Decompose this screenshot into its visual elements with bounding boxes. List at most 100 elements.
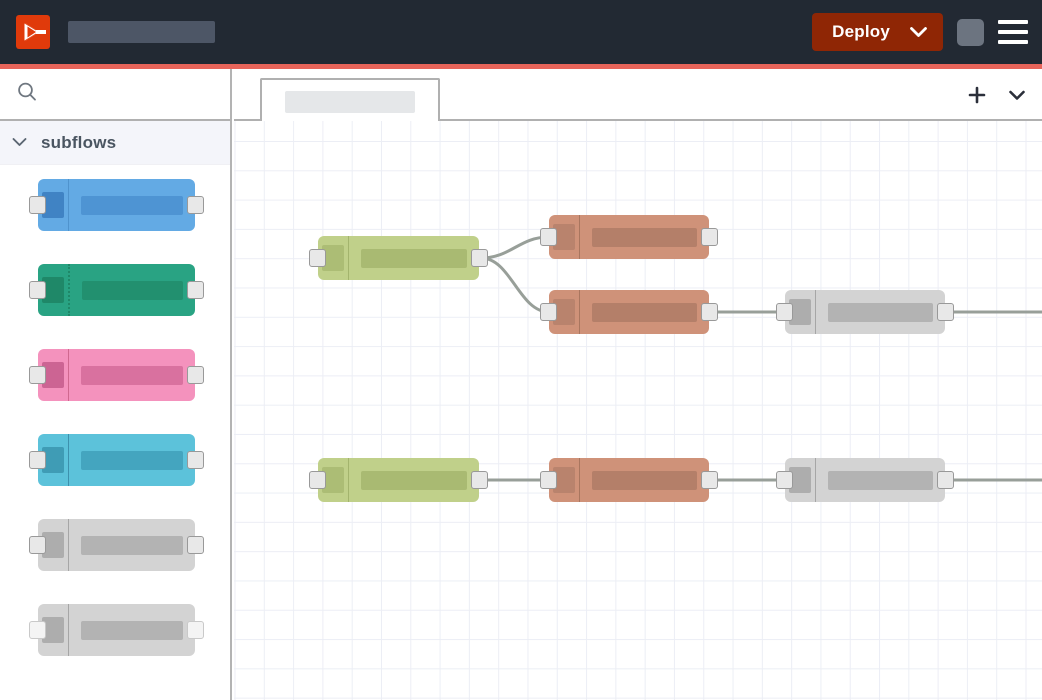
canvas-node-grey-mid[interactable]	[776, 290, 954, 334]
wire-green-top-to-salmon-top[interactable]	[480, 235, 550, 260]
palette-search-row[interactable]	[0, 69, 230, 121]
canvas-node-green-bot[interactable]	[309, 458, 488, 502]
node-output-port[interactable]	[187, 281, 204, 299]
node-type-icon	[553, 224, 575, 250]
node-input-port[interactable]	[540, 471, 557, 489]
node-input-port[interactable]	[29, 281, 46, 299]
canvas-node-grey-mid-wrapper[interactable]	[776, 290, 954, 334]
canvas-node-green-bot-wrapper[interactable]	[309, 458, 488, 502]
node-output-port[interactable]	[937, 303, 954, 321]
node-label-area	[816, 458, 945, 502]
search-icon[interactable]	[16, 81, 38, 108]
node-type-icon	[789, 467, 811, 493]
canvas-node-salmon-bot-wrapper[interactable]	[540, 458, 718, 502]
node-type-icon	[42, 532, 64, 558]
palette-node-3[interactable]	[29, 349, 204, 401]
node-input-port[interactable]	[29, 196, 46, 214]
flow-tab-1-label	[285, 90, 415, 113]
flow-tab-1[interactable]	[260, 78, 440, 123]
node-input-port[interactable]	[540, 303, 557, 321]
node-label-area	[69, 519, 195, 571]
canvas-node-grey-bot[interactable]	[776, 458, 954, 502]
canvas-node-salmon-bot[interactable]	[540, 458, 718, 502]
node-output-port[interactable]	[187, 451, 204, 469]
palette-node-item[interactable]	[0, 264, 230, 349]
plus-icon[interactable]	[966, 84, 988, 106]
node-output-port[interactable]	[187, 536, 204, 554]
node-type-icon	[42, 362, 64, 388]
chevron-down-icon[interactable]	[12, 134, 27, 152]
canvas-node-salmon-top-wrapper[interactable]	[540, 215, 718, 259]
canvas-node-green-top[interactable]	[309, 236, 488, 280]
canvas-node-salmon-mid-wrapper[interactable]	[540, 290, 718, 334]
node-icon-box	[549, 215, 579, 259]
node-label-placeholder	[81, 365, 183, 385]
node-label-placeholder	[361, 470, 467, 490]
node-output-port[interactable]	[701, 303, 718, 321]
node-output-port[interactable]	[471, 471, 488, 489]
palette-node-6[interactable]	[29, 604, 204, 656]
node-type-icon	[42, 617, 64, 643]
node-input-port[interactable]	[29, 621, 46, 639]
hamburger-menu-icon[interactable]	[998, 20, 1028, 44]
node-divider	[68, 349, 69, 401]
canvas-node-grey-bot-wrapper[interactable]	[776, 458, 954, 502]
node-icon-box	[549, 458, 579, 502]
node-input-port[interactable]	[309, 249, 326, 267]
node-output-port[interactable]	[471, 249, 488, 267]
node-type-icon	[553, 467, 575, 493]
app-header: Deploy	[0, 0, 1042, 64]
node-input-port[interactable]	[540, 228, 557, 246]
node-output-port[interactable]	[187, 621, 204, 639]
node-output-port[interactable]	[187, 366, 204, 384]
node-input-port[interactable]	[29, 536, 46, 554]
chevron-down-icon[interactable]	[1006, 84, 1028, 106]
palette-node-4[interactable]	[29, 434, 204, 486]
node-label-area	[580, 290, 709, 334]
node-icon-box	[785, 458, 815, 502]
palette-node-2[interactable]	[29, 264, 204, 316]
node-red-logo-icon[interactable]	[16, 15, 50, 49]
node-output-port[interactable]	[701, 471, 718, 489]
wire-green-top-to-salmon-mid[interactable]	[480, 256, 550, 314]
palette-node-item[interactable]	[0, 179, 230, 264]
node-type-icon	[322, 467, 344, 493]
chevron-down-icon[interactable]	[910, 26, 927, 38]
node-label-area	[69, 179, 195, 231]
node-divider	[579, 290, 580, 334]
canvas-node-salmon-mid[interactable]	[540, 290, 718, 334]
deploy-button[interactable]: Deploy	[812, 13, 943, 51]
node-label-placeholder	[828, 302, 933, 322]
palette-node-list	[0, 165, 230, 689]
node-input-port[interactable]	[776, 471, 793, 489]
palette-node-1[interactable]	[29, 179, 204, 231]
palette-category-subflows[interactable]: subflows	[0, 121, 230, 165]
node-label-placeholder	[592, 227, 697, 247]
node-type-icon	[322, 245, 344, 271]
palette-node-5[interactable]	[29, 519, 204, 571]
node-output-port[interactable]	[937, 471, 954, 489]
node-divider	[68, 264, 70, 316]
flow-title-field[interactable]	[68, 21, 215, 43]
node-input-port[interactable]	[29, 451, 46, 469]
node-input-port[interactable]	[309, 471, 326, 489]
node-label-area	[580, 215, 709, 259]
canvas-node-green-top-wrapper[interactable]	[309, 236, 488, 280]
node-input-port[interactable]	[776, 303, 793, 321]
palette-node-item[interactable]	[0, 519, 230, 604]
node-divider	[815, 290, 816, 334]
node-output-port[interactable]	[187, 196, 204, 214]
node-icon-box	[318, 236, 348, 280]
flow-canvas[interactable]	[234, 121, 1042, 700]
canvas-node-salmon-top[interactable]	[540, 215, 718, 259]
node-output-port[interactable]	[701, 228, 718, 246]
header-actions: Deploy	[812, 13, 1028, 51]
palette-node-item[interactable]	[0, 604, 230, 689]
palette-node-item[interactable]	[0, 434, 230, 519]
node-divider	[815, 458, 816, 502]
node-divider	[579, 215, 580, 259]
node-label-area	[69, 434, 195, 486]
node-input-port[interactable]	[29, 366, 46, 384]
palette-node-item[interactable]	[0, 349, 230, 434]
user-avatar-icon[interactable]	[957, 18, 984, 46]
